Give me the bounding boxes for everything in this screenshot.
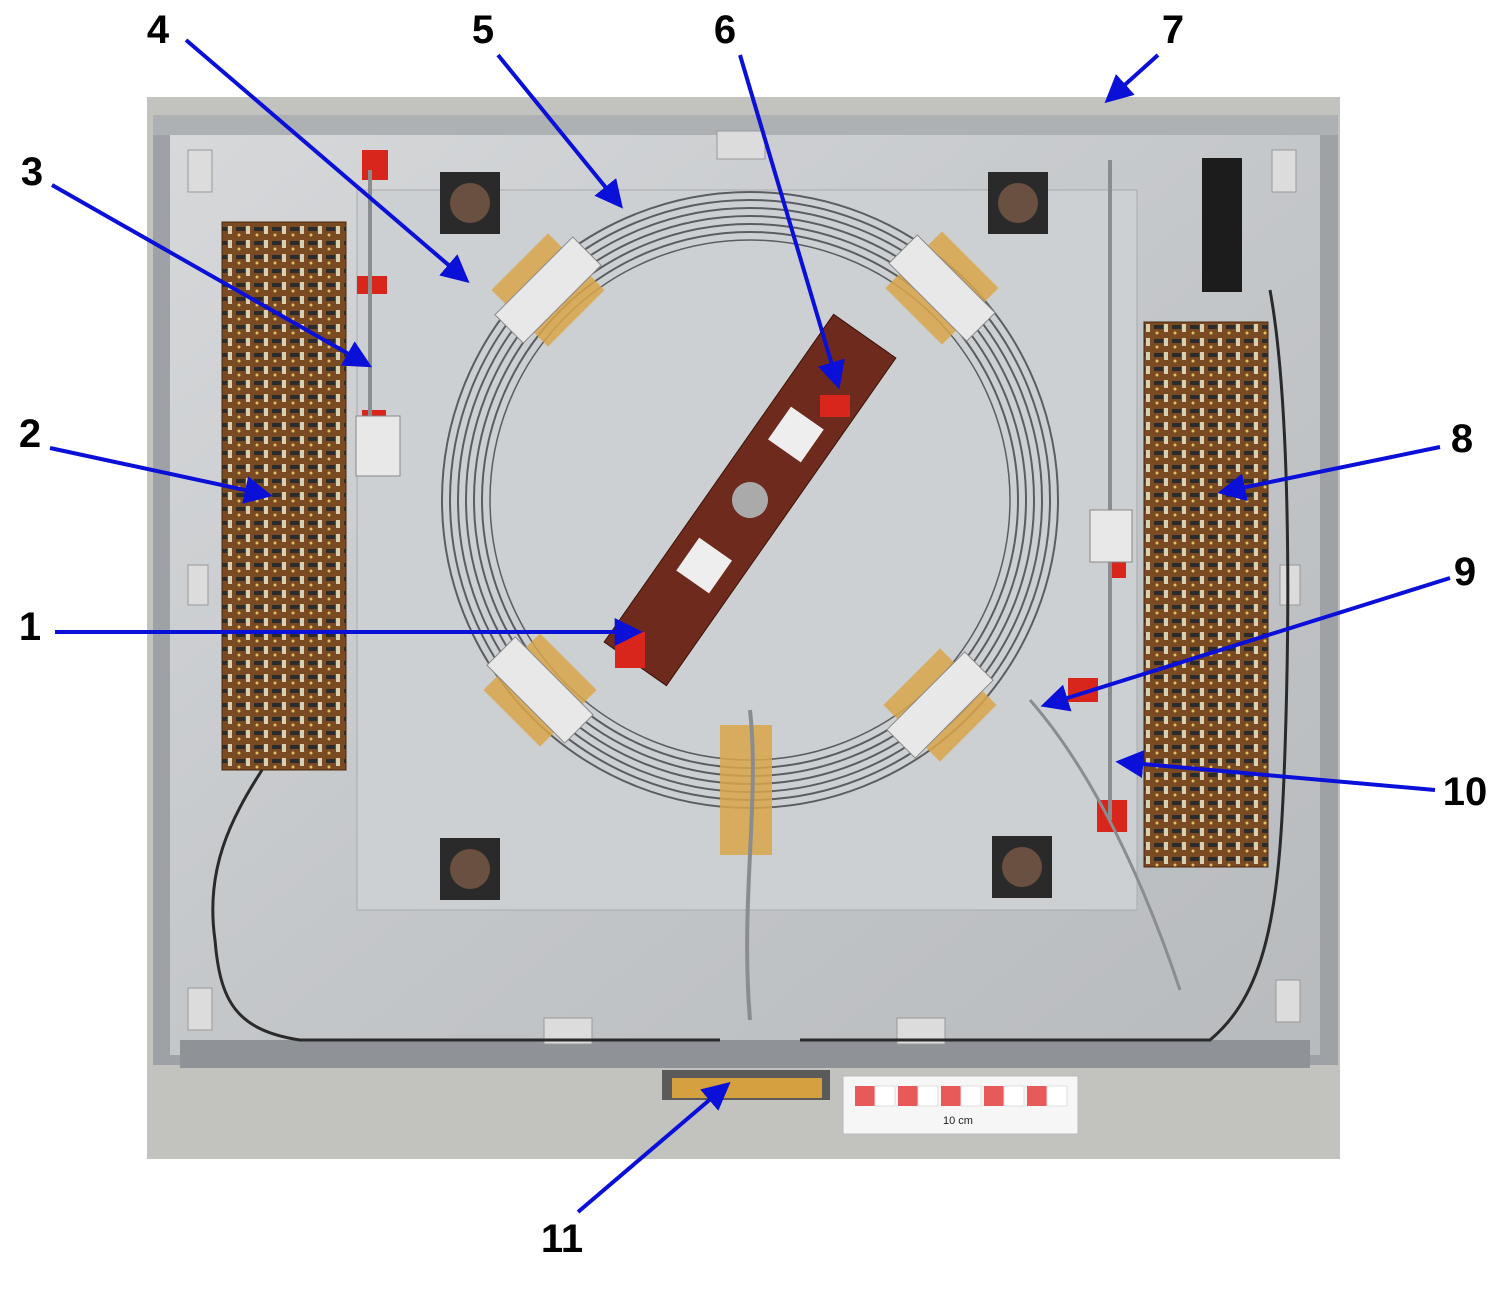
left-spring-block (355, 415, 401, 477)
arrow-4 (184, 38, 470, 284)
callout-arrows (49, 38, 1451, 1214)
arrow-2 (49, 446, 273, 504)
callout-label-5: 5 (472, 8, 494, 52)
arrow-10 (1115, 750, 1436, 792)
edge-connector (662, 1070, 830, 1100)
callout-label-6: 6 (714, 8, 736, 52)
mounting-brackets (187, 130, 1301, 1045)
callout-label-11: 11 (541, 1217, 583, 1261)
arrow-9 (1040, 576, 1451, 712)
scale-bar-label: 10 cm (943, 1115, 973, 1127)
callout-label-10: 10 (1443, 770, 1488, 814)
shock-mounts (440, 172, 1052, 900)
callout-label-9: 9 (1454, 550, 1476, 594)
arrow-6 (738, 54, 845, 390)
callout-label-3: 3 (21, 150, 43, 194)
tension-rods (368, 160, 1112, 820)
arrow-7 (1104, 53, 1160, 104)
callout-label-2: 2 (19, 412, 41, 456)
left-amplifier-board (221, 221, 347, 771)
callout-label-1: 1 (19, 605, 41, 649)
scale-bar: 10 cm (842, 1075, 1079, 1135)
right-amplifier-board (1143, 321, 1269, 868)
callout-labels: 1 2 3 4 5 6 7 8 9 10 11 (19, 8, 1487, 1261)
arrow-11 (576, 1081, 731, 1214)
arrow-8 (1217, 445, 1441, 501)
wiring-harness (211, 289, 1290, 1042)
callout-label-7: 7 (1162, 8, 1184, 52)
nameplate (1202, 158, 1242, 292)
arrow-5 (496, 53, 623, 209)
arrow-3 (51, 183, 373, 368)
callout-label-8: 8 (1451, 417, 1473, 461)
callout-label-4: 4 (147, 8, 170, 52)
right-spring-block (1089, 509, 1133, 563)
